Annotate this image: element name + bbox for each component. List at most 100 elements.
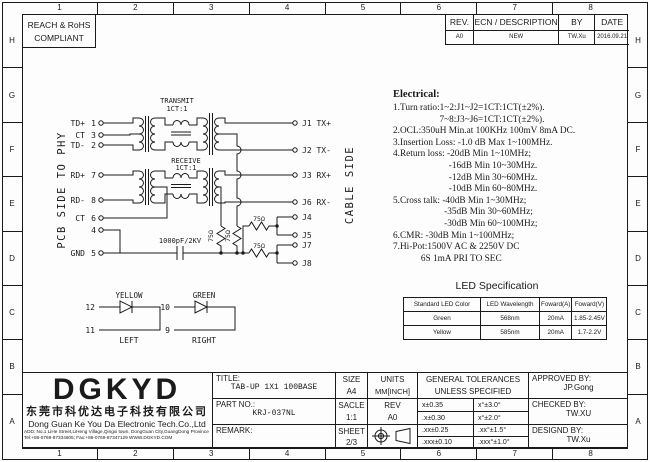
- checked-by-signature: TW.XU: [565, 409, 592, 418]
- designed-by-label: DESIGND BY:: [532, 426, 584, 435]
- company-name-en: Dong Guan Ke You Da Electronic Tech.Co.,…: [28, 419, 206, 429]
- led-cell: 585nm: [480, 325, 540, 340]
- j-pin-label: J6 RX-: [302, 198, 331, 207]
- led-cell: 20mA: [538, 311, 573, 326]
- part-no-cell: PART NO.: KRJ-037NL: [213, 399, 336, 425]
- receive-label: RECEIVE: [171, 157, 201, 165]
- scale-cell: SACLE 1:1: [336, 399, 368, 425]
- j-pin-label: J2 TX-: [302, 146, 331, 155]
- company-address: ADD: No.1 LiHe Street,LiHeng Village,Qin…: [24, 429, 209, 434]
- ruler-label: 2: [96, 448, 173, 460]
- led-spec-header-row: Standard LED Color LED Wavelength Foward…: [403, 297, 608, 312]
- title-cell: TITLE: TAB-UP 1X1 100BASE: [213, 373, 336, 399]
- electrical-line: 1.Turn ratio:1~2:J1~J2=1CT:1CT(±2%).: [393, 103, 545, 113]
- company-logo: DGKYD: [52, 373, 182, 406]
- approved-by-cell: APPROVED BY: JP.Gong: [529, 373, 628, 399]
- ruler-label: G: [2, 67, 22, 121]
- j-pin-label: J7: [302, 241, 312, 250]
- designed-by-signature: TW.Xu: [566, 435, 591, 444]
- led-spec-table: Standard LED Color LED Wavelength Foward…: [403, 297, 608, 340]
- led-col-header: Foward(V): [571, 297, 608, 312]
- electrical-line: 5.Cross talk: -40dB Min 1~30MHz;: [393, 195, 527, 206]
- electrical-line: 6S 1mA PRI TO SEC: [393, 253, 502, 264]
- led-pin-number: 9: [165, 326, 170, 335]
- pin-number: 3: [91, 131, 96, 140]
- electrical-heading: Electrical:: [393, 89, 440, 100]
- rev-value: A0: [446, 31, 474, 44]
- led-position-label: RIGHT: [192, 336, 216, 345]
- led-cell: 1.7-2.2V: [571, 325, 608, 340]
- pin-name: CT: [75, 131, 85, 140]
- electrical-line: -10dB Min 60~80MHz.: [393, 184, 538, 195]
- led-color-label: GREEN: [193, 291, 216, 300]
- ruler-label: 7: [476, 2, 552, 14]
- remark-label: REMARK:: [216, 426, 253, 435]
- ruler-label: 3: [172, 2, 249, 14]
- pin-name: CT: [75, 214, 85, 223]
- size-value: A4: [346, 387, 357, 396]
- led-col-header: LED Wavelength: [480, 297, 540, 312]
- tolerance-cell: .xx±0.25: [418, 425, 474, 437]
- resistor-label: 75Ω: [253, 242, 265, 250]
- ruler-label: 6: [400, 2, 476, 14]
- revision-table: REV. ECN / DESCRIPTION BY DATE A0 NEW TW…: [445, 14, 629, 45]
- j-pin-label: J8: [302, 259, 312, 268]
- led-pin-number: 10: [160, 303, 170, 312]
- capacitor-label: 1000pF/2KV: [159, 237, 202, 245]
- electrical-line: -35dB Min 30~60MHz;: [393, 207, 533, 218]
- electrical-line: 3.Insertion Loss: -1.0 dB Max 1~100MHz.: [393, 137, 553, 148]
- j-pin-label: J1 TX+: [302, 119, 331, 128]
- ruler-label: A: [628, 393, 648, 448]
- ecn-header: ECN / DESCRIPTION: [474, 14, 560, 30]
- date-value: 2016.09.21: [597, 34, 628, 40]
- tolerances-header-line1: GENERAL TOLERANCES: [425, 375, 521, 384]
- ruler-label: 4: [248, 2, 325, 14]
- receive-ratio-label: 1CT:1: [175, 164, 196, 172]
- ruler-label: F: [2, 121, 22, 176]
- compliance-line1: REACH & RoHS: [27, 20, 91, 30]
- pin-name: GND: [71, 249, 86, 258]
- tolerance-cell: x°±2.0°: [474, 412, 529, 425]
- led-pin-number: 12: [85, 303, 95, 312]
- units-value: MM[INCH]: [375, 387, 410, 396]
- pin-number: 1: [91, 119, 96, 128]
- sheet-value: 2/3: [345, 438, 358, 447]
- left-ruler: H G F E D C B A: [2, 14, 22, 448]
- ruler-label: 5: [324, 448, 401, 460]
- pin-number: 7: [91, 171, 96, 180]
- transmit-label: TRANSMIT: [160, 97, 195, 105]
- j-pin-label: J3 RX+: [302, 171, 331, 180]
- tolerance-cell: x°±3.0°: [474, 399, 529, 412]
- led-position-label: LEFT: [119, 336, 138, 345]
- led-col-header: Foward(A): [538, 297, 573, 312]
- transformer-schematic: PCB SIDE TO PHY CABLE SIDE TRANSMIT 1CT:…: [56, 97, 356, 345]
- pin-number: 8: [91, 196, 96, 205]
- ruler-label: 4: [248, 448, 325, 460]
- led-cell: 568nm: [480, 311, 540, 326]
- title-block: DGKYD 东莞市科优达电子科技有限公司 Dong Guan Ke You Da…: [22, 372, 628, 449]
- rev-header: REV.: [446, 14, 474, 30]
- rev-label: REV: [384, 401, 401, 410]
- ruler-label: 8: [552, 448, 628, 460]
- pin-number: 5: [91, 249, 96, 258]
- led-cell: 20mA: [538, 325, 573, 340]
- ruler-label: 6: [400, 448, 476, 460]
- part-no-value: KRJ-037NL: [252, 409, 296, 418]
- units-cell: UNITS MM[INCH]: [368, 373, 418, 399]
- led-cell: Yellow: [403, 325, 481, 340]
- tolerance-cell: x±0.35: [418, 399, 474, 412]
- right-ruler: H G F E D C B A: [628, 14, 648, 448]
- resistor-label: 75Ω: [207, 230, 215, 242]
- transmit-ratio-label: 1CT:1: [166, 105, 187, 113]
- ruler-label: H: [9, 36, 15, 46]
- ruler-label: E: [2, 176, 22, 230]
- ruler-label: D: [628, 230, 648, 285]
- led-col-header: Standard LED Color: [403, 297, 481, 312]
- ruler-label: H: [635, 36, 641, 46]
- approved-by-signature: JP.Gong: [563, 383, 594, 392]
- company-block: DGKYD 东莞市科优达电子科技有限公司 Dong Guan Ke You Da…: [22, 373, 213, 449]
- rev-value: A0: [387, 413, 398, 422]
- tolerance-cell: .xxx±0.10: [418, 437, 474, 449]
- ruler-label: F: [628, 121, 648, 176]
